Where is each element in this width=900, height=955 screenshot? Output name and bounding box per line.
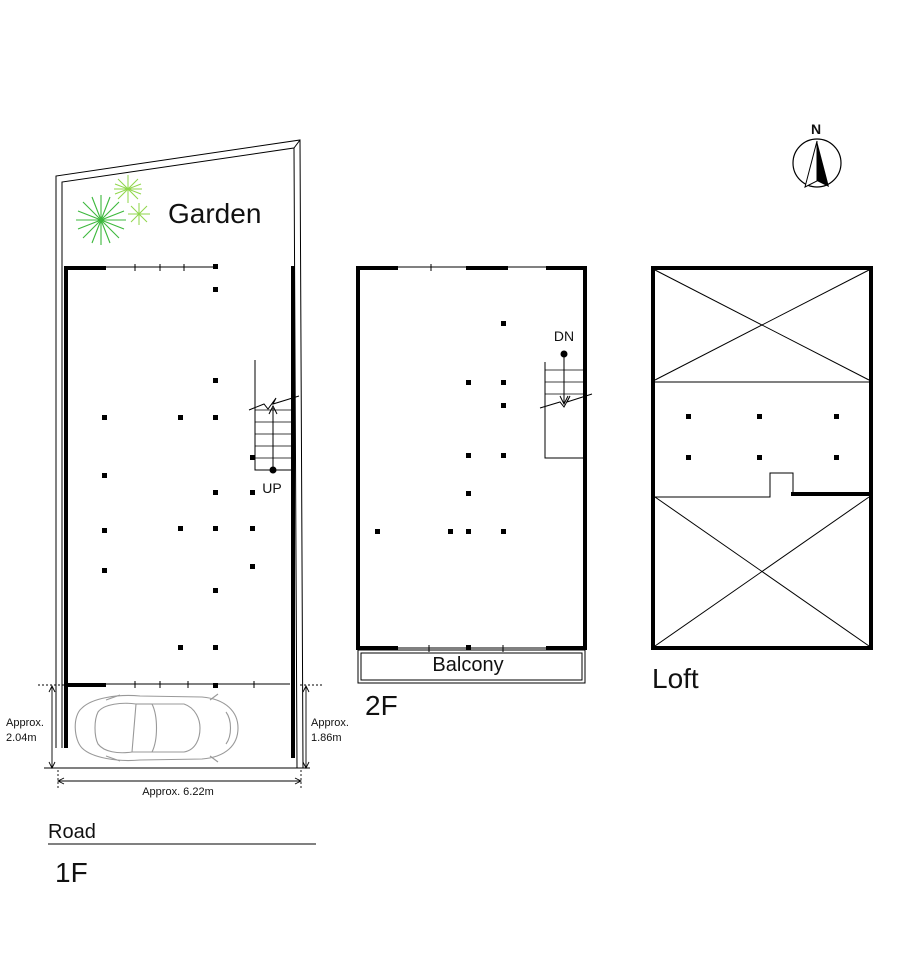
- loft-outline: [651, 266, 873, 650]
- walls-1f: [64, 266, 295, 758]
- balcony-label: Balcony: [432, 654, 503, 676]
- windows-2f: [425, 264, 507, 652]
- dimension-width: Approx. 6.22m: [142, 786, 214, 798]
- compass-label: N: [811, 121, 821, 137]
- balcony: [357, 649, 586, 684]
- dimension-left: Approx. 2.04m: [6, 717, 44, 744]
- north-arrow-icon: [792, 138, 842, 188]
- floor-2f: Balcony: [356, 264, 593, 721]
- dimension-lines: [38, 684, 322, 790]
- floor-title-loft: Loft: [652, 663, 699, 694]
- road-label: Road: [48, 821, 96, 843]
- dimension-right: Approx. 1.86m: [311, 717, 349, 744]
- car-icon: [74, 693, 239, 763]
- loft-void-lower: [654, 472, 873, 647]
- dim-left-line1: Approx.: [6, 717, 44, 729]
- floor-1f: Garden: [6, 139, 349, 888]
- stairs-2f: [539, 350, 593, 459]
- floor-loft: Loft: [651, 266, 873, 694]
- stairs-1f: [248, 360, 300, 474]
- garden-plants-icon: [76, 175, 150, 245]
- floor-title-1f: 1F: [55, 857, 88, 888]
- floor-title-2f: 2F: [365, 690, 398, 721]
- dim-right-line1: Approx.: [311, 717, 349, 729]
- loft-void-upper: [653, 269, 871, 383]
- lot-boundary: [55, 139, 304, 769]
- columns-loft: [686, 414, 839, 460]
- compass: N: [792, 121, 842, 188]
- stair-down-label: DN: [554, 328, 574, 344]
- columns-2f: [375, 321, 506, 650]
- dim-left-line2: 2.04m: [6, 732, 37, 744]
- windows-1f: [131, 264, 258, 688]
- garden-label: Garden: [168, 198, 261, 229]
- columns-1f: [102, 264, 255, 688]
- dim-right-line2: 1.86m: [311, 732, 342, 744]
- stair-up-label: UP: [262, 480, 281, 496]
